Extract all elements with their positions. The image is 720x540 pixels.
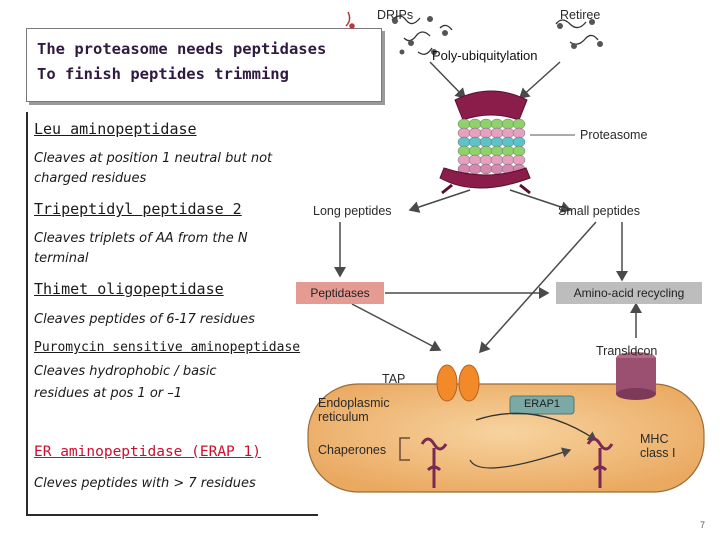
proteasome-subunit (501, 118, 515, 130)
proteasome-subunit (490, 118, 504, 130)
title-line-2: To finish peptides trimming (37, 65, 289, 83)
proteasome-subunit (468, 136, 482, 148)
enzyme-list-panel: Leu aminopeptidase Cleaves at position 1… (26, 112, 318, 516)
label-translocon: Translocon (596, 344, 658, 358)
proteasome-subunit (512, 118, 526, 130)
label-poly-ubiquitylation: Poly-ubiquitylation (432, 48, 538, 63)
proteasome-subunit (490, 127, 504, 139)
label-drips: DRIPs (377, 8, 414, 22)
erap1-box (509, 395, 575, 415)
proteasome-subunit (501, 154, 515, 166)
label-chaperones: Chaperones (318, 443, 387, 457)
proteasome-subunit (479, 154, 493, 166)
proteasome-subunit (468, 145, 482, 157)
proteasome-subunit (457, 118, 471, 130)
label-mhc-line-1: MHC (640, 432, 669, 446)
tap-transporter-icon (436, 364, 480, 402)
chaperone-bracket (399, 437, 410, 461)
mhc-peptide-loaded-icon (586, 437, 614, 488)
proteasome-icon (439, 90, 531, 195)
enzyme-name-leu-aminopeptidase: Leu aminopeptidase (34, 120, 197, 138)
enzyme-desc-puromycin-1: Cleaves hydrophobic / basic (34, 364, 217, 379)
enzyme-desc-tpp-1: Cleaves triplets of AA from the N (34, 231, 248, 246)
arrow-to-long-peptides (408, 189, 471, 213)
proteasome-subunit (512, 154, 526, 166)
proteasome-subunit (468, 118, 482, 130)
label-erap1: ERAP1 (523, 398, 561, 410)
proteasome-subunit (490, 145, 504, 157)
proteasome-subunit (468, 154, 482, 166)
label-er-line-2: reticulum (318, 410, 369, 424)
enzyme-desc-leu-2: charged residues (34, 171, 147, 186)
proteasome-subunit (490, 154, 504, 166)
enzyme-name-tripeptidyl-peptidase: Tripeptidyl peptidase 2 (34, 200, 242, 218)
label-proteasome: Proteasome (580, 128, 648, 142)
label-retiree: Retiree (560, 8, 601, 22)
proteasome-subunit (501, 145, 515, 157)
enzyme-name-thimet-oligopeptidase: Thimet oligopeptidase (34, 280, 224, 298)
proteasome-subunit (501, 127, 515, 139)
label-amino-acid-recycling: Amino-acid recycling (573, 286, 685, 300)
label-long-peptides: Long peptides (313, 204, 392, 218)
proteasome-subunit (512, 127, 526, 139)
arrow-tap-to-mhc (475, 412, 598, 441)
amino-acid-recycling-box (556, 282, 702, 304)
arrow-peptidases-to-tap (351, 303, 442, 352)
proteasome-subunit (479, 163, 493, 175)
proteasome-subunit (501, 136, 515, 148)
enzyme-desc-puromycin-2: residues at pos 1 or –1 (34, 386, 183, 401)
proteasome-subunit (457, 145, 471, 157)
endoplasmic-reticulum-shape (307, 383, 705, 493)
proteasome-subunit (512, 136, 526, 148)
arrow-chaperone-to-mhc (469, 447, 572, 469)
retiree-ubiquitin-dots-icon (557, 19, 603, 49)
translocon-icon (616, 352, 656, 400)
page-number: 7 (700, 520, 706, 530)
title-line-1: The proteasome needs peptidases (37, 40, 327, 58)
proteasome-subunit (457, 154, 471, 166)
mhc-chaperone-bound-icon (420, 437, 448, 488)
proteasome-subunit (490, 136, 504, 148)
label-tap: TAP (382, 372, 406, 386)
proteasome-subunit (512, 145, 526, 157)
peptidases-box (296, 282, 384, 304)
enzyme-name-erap1: ER aminopeptidase (ERAP 1) (34, 444, 261, 460)
proteasome-subunit (479, 118, 493, 130)
ubiquitin-marks-icon (345, 11, 355, 29)
proteasome-subunit (468, 127, 482, 139)
proteasome-subunit (479, 136, 493, 148)
proteasome-subunit (479, 145, 493, 157)
arrow-drips-to-proteasome (429, 61, 467, 100)
label-mhc-line-2: class I (640, 446, 676, 460)
label-er-line-1: Endoplasmic (318, 396, 390, 410)
enzyme-desc-tpp-2: terminal (34, 251, 89, 266)
drips-squiggles-icon (391, 15, 453, 55)
label-small-peptides: Small peptides (558, 204, 640, 218)
enzyme-desc-erap1: Cleves peptides with > 7 residues (34, 476, 256, 491)
arrow-small-to-tap (479, 221, 597, 354)
proteasome-subunit (457, 127, 471, 139)
arrow-to-small-peptides (509, 189, 572, 213)
proteasome-subunit (468, 163, 482, 175)
enzyme-desc-thimet: Cleaves peptides of 6-17 residues (34, 312, 255, 327)
proteasome-subunit (457, 136, 471, 148)
enzyme-desc-leu-1: Cleaves at position 1 neutral but not (34, 151, 273, 166)
arrow-retiree-to-proteasome (518, 61, 561, 100)
enzyme-name-puromycin-sensitive-aminopeptidase: Puromycin sensitive aminopeptidase (34, 340, 301, 355)
proteasome-subunit (479, 127, 493, 139)
title-box: The proteasome needs peptidases To finis… (26, 28, 382, 102)
proteasome-subunit (490, 163, 504, 175)
drips-ubiquitin-dots-icon (392, 16, 448, 55)
label-peptidases: Peptidases (310, 286, 370, 300)
